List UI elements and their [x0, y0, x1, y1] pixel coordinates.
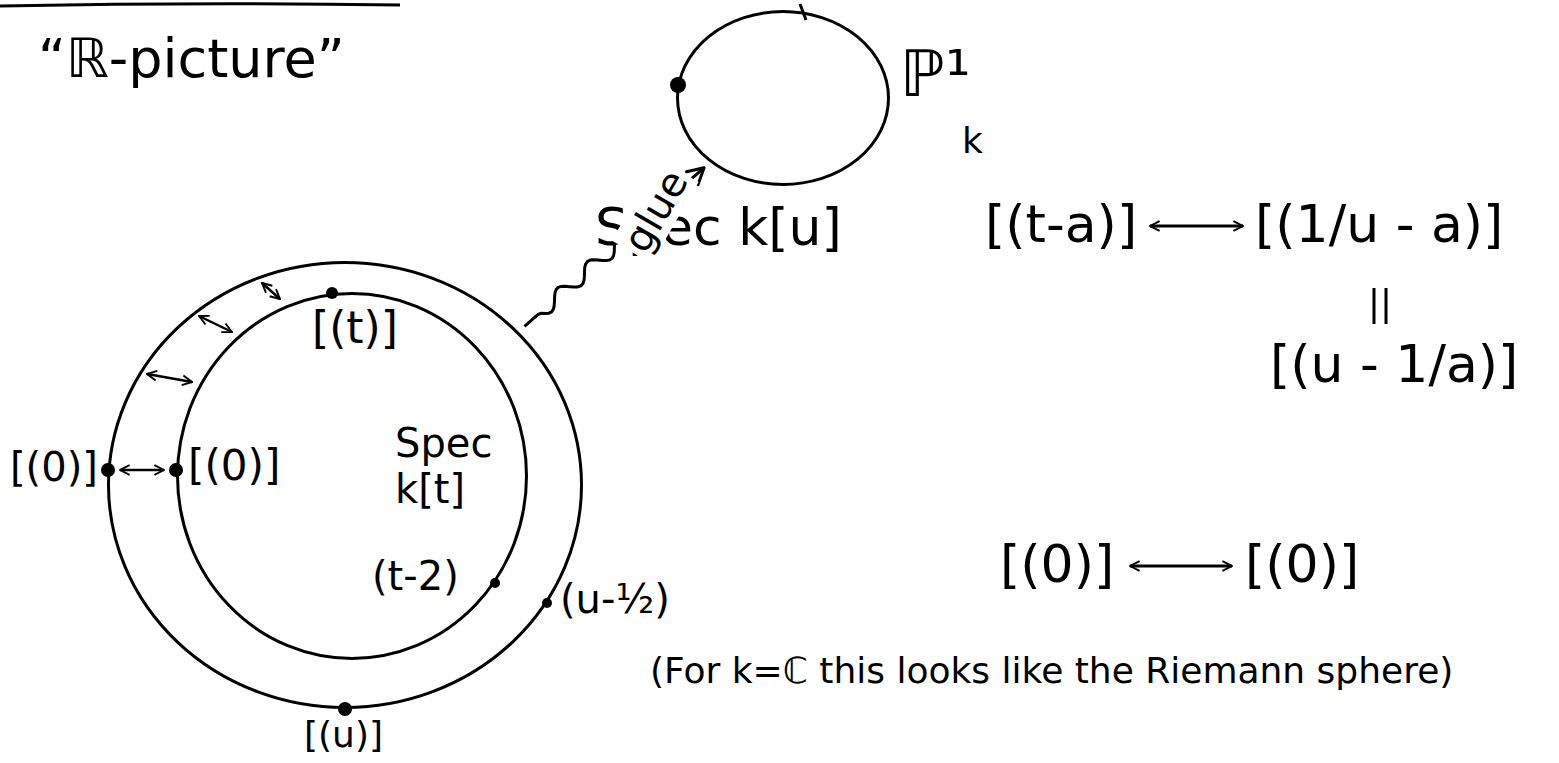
equation: [(t-a)] [985, 195, 1137, 255]
equation: [(1/u - a)] [1255, 195, 1503, 255]
ellipse-region: ℙ¹k [676, 10, 890, 186]
point-dot [169, 463, 183, 477]
equation: [(u - 1/a)] [1270, 335, 1518, 395]
ellipse-outline [676, 10, 890, 186]
ellipse [178, 294, 527, 659]
point-label: [(0)] [188, 442, 280, 490]
correspondence-arrow [1150, 225, 1243, 228]
ellipse [109, 263, 582, 708]
equation: [(0)] [1245, 535, 1359, 595]
double-arrow [120, 469, 164, 472]
point-label: (u-½) [560, 576, 670, 622]
note: (For k=ℂ this looks like the Riemann sph… [650, 650, 1453, 691]
equals-bar [1385, 288, 1388, 324]
point-label: [(t)] [312, 303, 398, 354]
ellipse [678, 12, 889, 185]
point-label: (t-2) [372, 553, 459, 599]
region-label: k [962, 120, 983, 161]
equals-bar [1373, 288, 1376, 324]
double-arrow [199, 316, 232, 332]
equation: [(0)] [1000, 535, 1114, 595]
double-arrow [262, 283, 280, 299]
point-label: [(u)] [304, 714, 383, 755]
region-label: Spec k[t] [395, 420, 510, 512]
point-label: [(0)] [10, 444, 98, 490]
top-rule [0, 4, 400, 6]
title: “ℝ-picture” [38, 28, 345, 90]
correspondence-arrow [1130, 565, 1232, 568]
point-dot [338, 702, 352, 716]
double-arrow [147, 374, 192, 382]
region-label: ℙ¹ [900, 38, 971, 112]
